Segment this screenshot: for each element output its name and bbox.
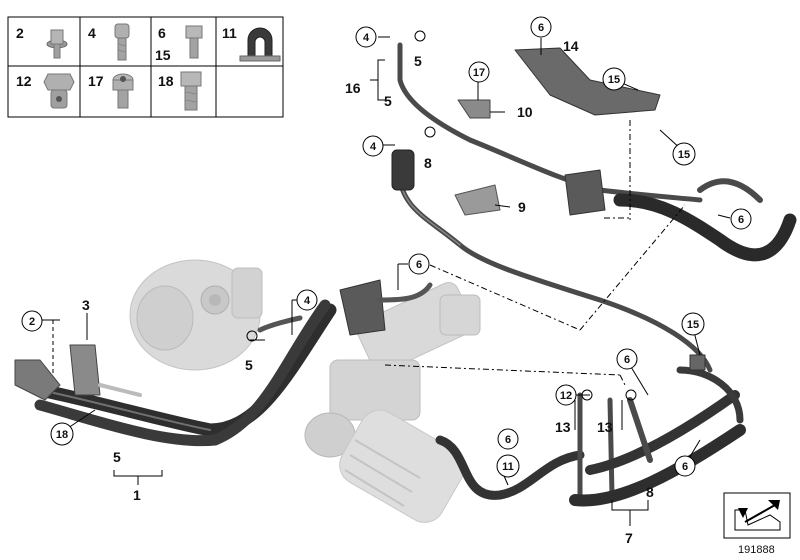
callout-15c: 15 bbox=[681, 312, 705, 336]
hose-lines bbox=[14, 42, 797, 507]
callout-18: 18 bbox=[50, 422, 74, 446]
svg-text:6: 6 bbox=[538, 22, 544, 34]
callout-3: 3 bbox=[82, 297, 90, 313]
hex-bolt-large-icon bbox=[180, 71, 202, 111]
svg-text:12: 12 bbox=[560, 390, 572, 402]
socket-bolt-icon bbox=[112, 73, 134, 109]
callout-6c: 6 bbox=[730, 208, 752, 230]
svg-text:15: 15 bbox=[608, 74, 620, 86]
bolt-flange-icon bbox=[46, 29, 68, 59]
callout-11: 11 bbox=[496, 454, 520, 478]
table-label-15: 15 bbox=[155, 47, 171, 63]
callout-7: 7 bbox=[625, 530, 633, 546]
table-label-17: 17 bbox=[88, 73, 104, 89]
svg-text:6: 6 bbox=[416, 259, 422, 271]
hose-clip-icon bbox=[239, 27, 281, 62]
callouts: 2 3 18 5 1 4 5 6 4 5 16 5 4 8 bbox=[21, 16, 752, 546]
table-label-2: 2 bbox=[16, 25, 24, 41]
callout-6b: 6 bbox=[530, 16, 552, 38]
callout-4c: 4 bbox=[362, 135, 384, 157]
table-label-11: 11 bbox=[222, 25, 237, 41]
callout-6d: 6 bbox=[616, 348, 638, 370]
table-label-12: 12 bbox=[16, 73, 32, 89]
socket-screw-icon bbox=[114, 23, 130, 61]
diagram-number: 191888 bbox=[738, 544, 775, 556]
power-steering-pump-ghost bbox=[129, 259, 263, 371]
svg-text:15: 15 bbox=[687, 319, 699, 331]
svg-text:4: 4 bbox=[370, 141, 377, 153]
svg-text:15: 15 bbox=[678, 149, 690, 161]
table-label-6: 6 bbox=[158, 25, 166, 41]
svg-text:17: 17 bbox=[473, 67, 485, 79]
direction-arrow-icon bbox=[734, 500, 781, 531]
svg-text:18: 18 bbox=[56, 429, 68, 441]
callout-5a: 5 bbox=[113, 449, 121, 465]
callout-5c: 5 bbox=[414, 53, 422, 69]
callout-14: 14 bbox=[563, 38, 579, 54]
svg-text:2: 2 bbox=[29, 316, 35, 328]
callout-9: 9 bbox=[518, 199, 526, 215]
table-label-4: 4 bbox=[88, 25, 96, 41]
svg-text:6: 6 bbox=[682, 461, 688, 473]
steering-gear-ghost bbox=[304, 282, 481, 523]
callout-5b: 5 bbox=[245, 357, 253, 373]
banjo-bolt-icon bbox=[43, 73, 75, 109]
callout-8b: 8 bbox=[646, 484, 654, 500]
svg-text:4: 4 bbox=[304, 295, 311, 307]
callout-4b: 4 bbox=[355, 26, 377, 48]
callout-8a: 8 bbox=[424, 155, 432, 171]
callout-15a: 15 bbox=[602, 67, 626, 91]
callout-17: 17 bbox=[468, 61, 490, 83]
table-label-18: 18 bbox=[158, 73, 174, 89]
svg-text:6: 6 bbox=[738, 214, 744, 226]
callout-1: 1 bbox=[133, 487, 141, 503]
svg-text:11: 11 bbox=[502, 461, 514, 473]
svg-text:6: 6 bbox=[505, 434, 511, 446]
callout-12: 12 bbox=[555, 384, 577, 406]
callout-5d: 5 bbox=[384, 93, 392, 109]
svg-text:4: 4 bbox=[363, 32, 370, 44]
callout-13b: 13 bbox=[597, 419, 613, 435]
callout-16: 16 bbox=[345, 80, 361, 96]
callout-13a: 13 bbox=[555, 419, 571, 435]
svg-text:6: 6 bbox=[624, 354, 630, 366]
callout-15b: 15 bbox=[672, 142, 696, 166]
callout-6f: 6 bbox=[674, 455, 696, 477]
hex-bolt-icon bbox=[185, 25, 203, 59]
callout-2: 2 bbox=[21, 310, 43, 332]
callout-10: 10 bbox=[517, 104, 533, 120]
callout-6a: 6 bbox=[408, 253, 430, 275]
callout-6e: 6 bbox=[497, 428, 519, 450]
callout-4a: 4 bbox=[296, 289, 318, 311]
parts-table: 2 4 6 15 11 12 bbox=[7, 16, 284, 118]
diagram-reference-block: 191888 bbox=[723, 492, 791, 556]
